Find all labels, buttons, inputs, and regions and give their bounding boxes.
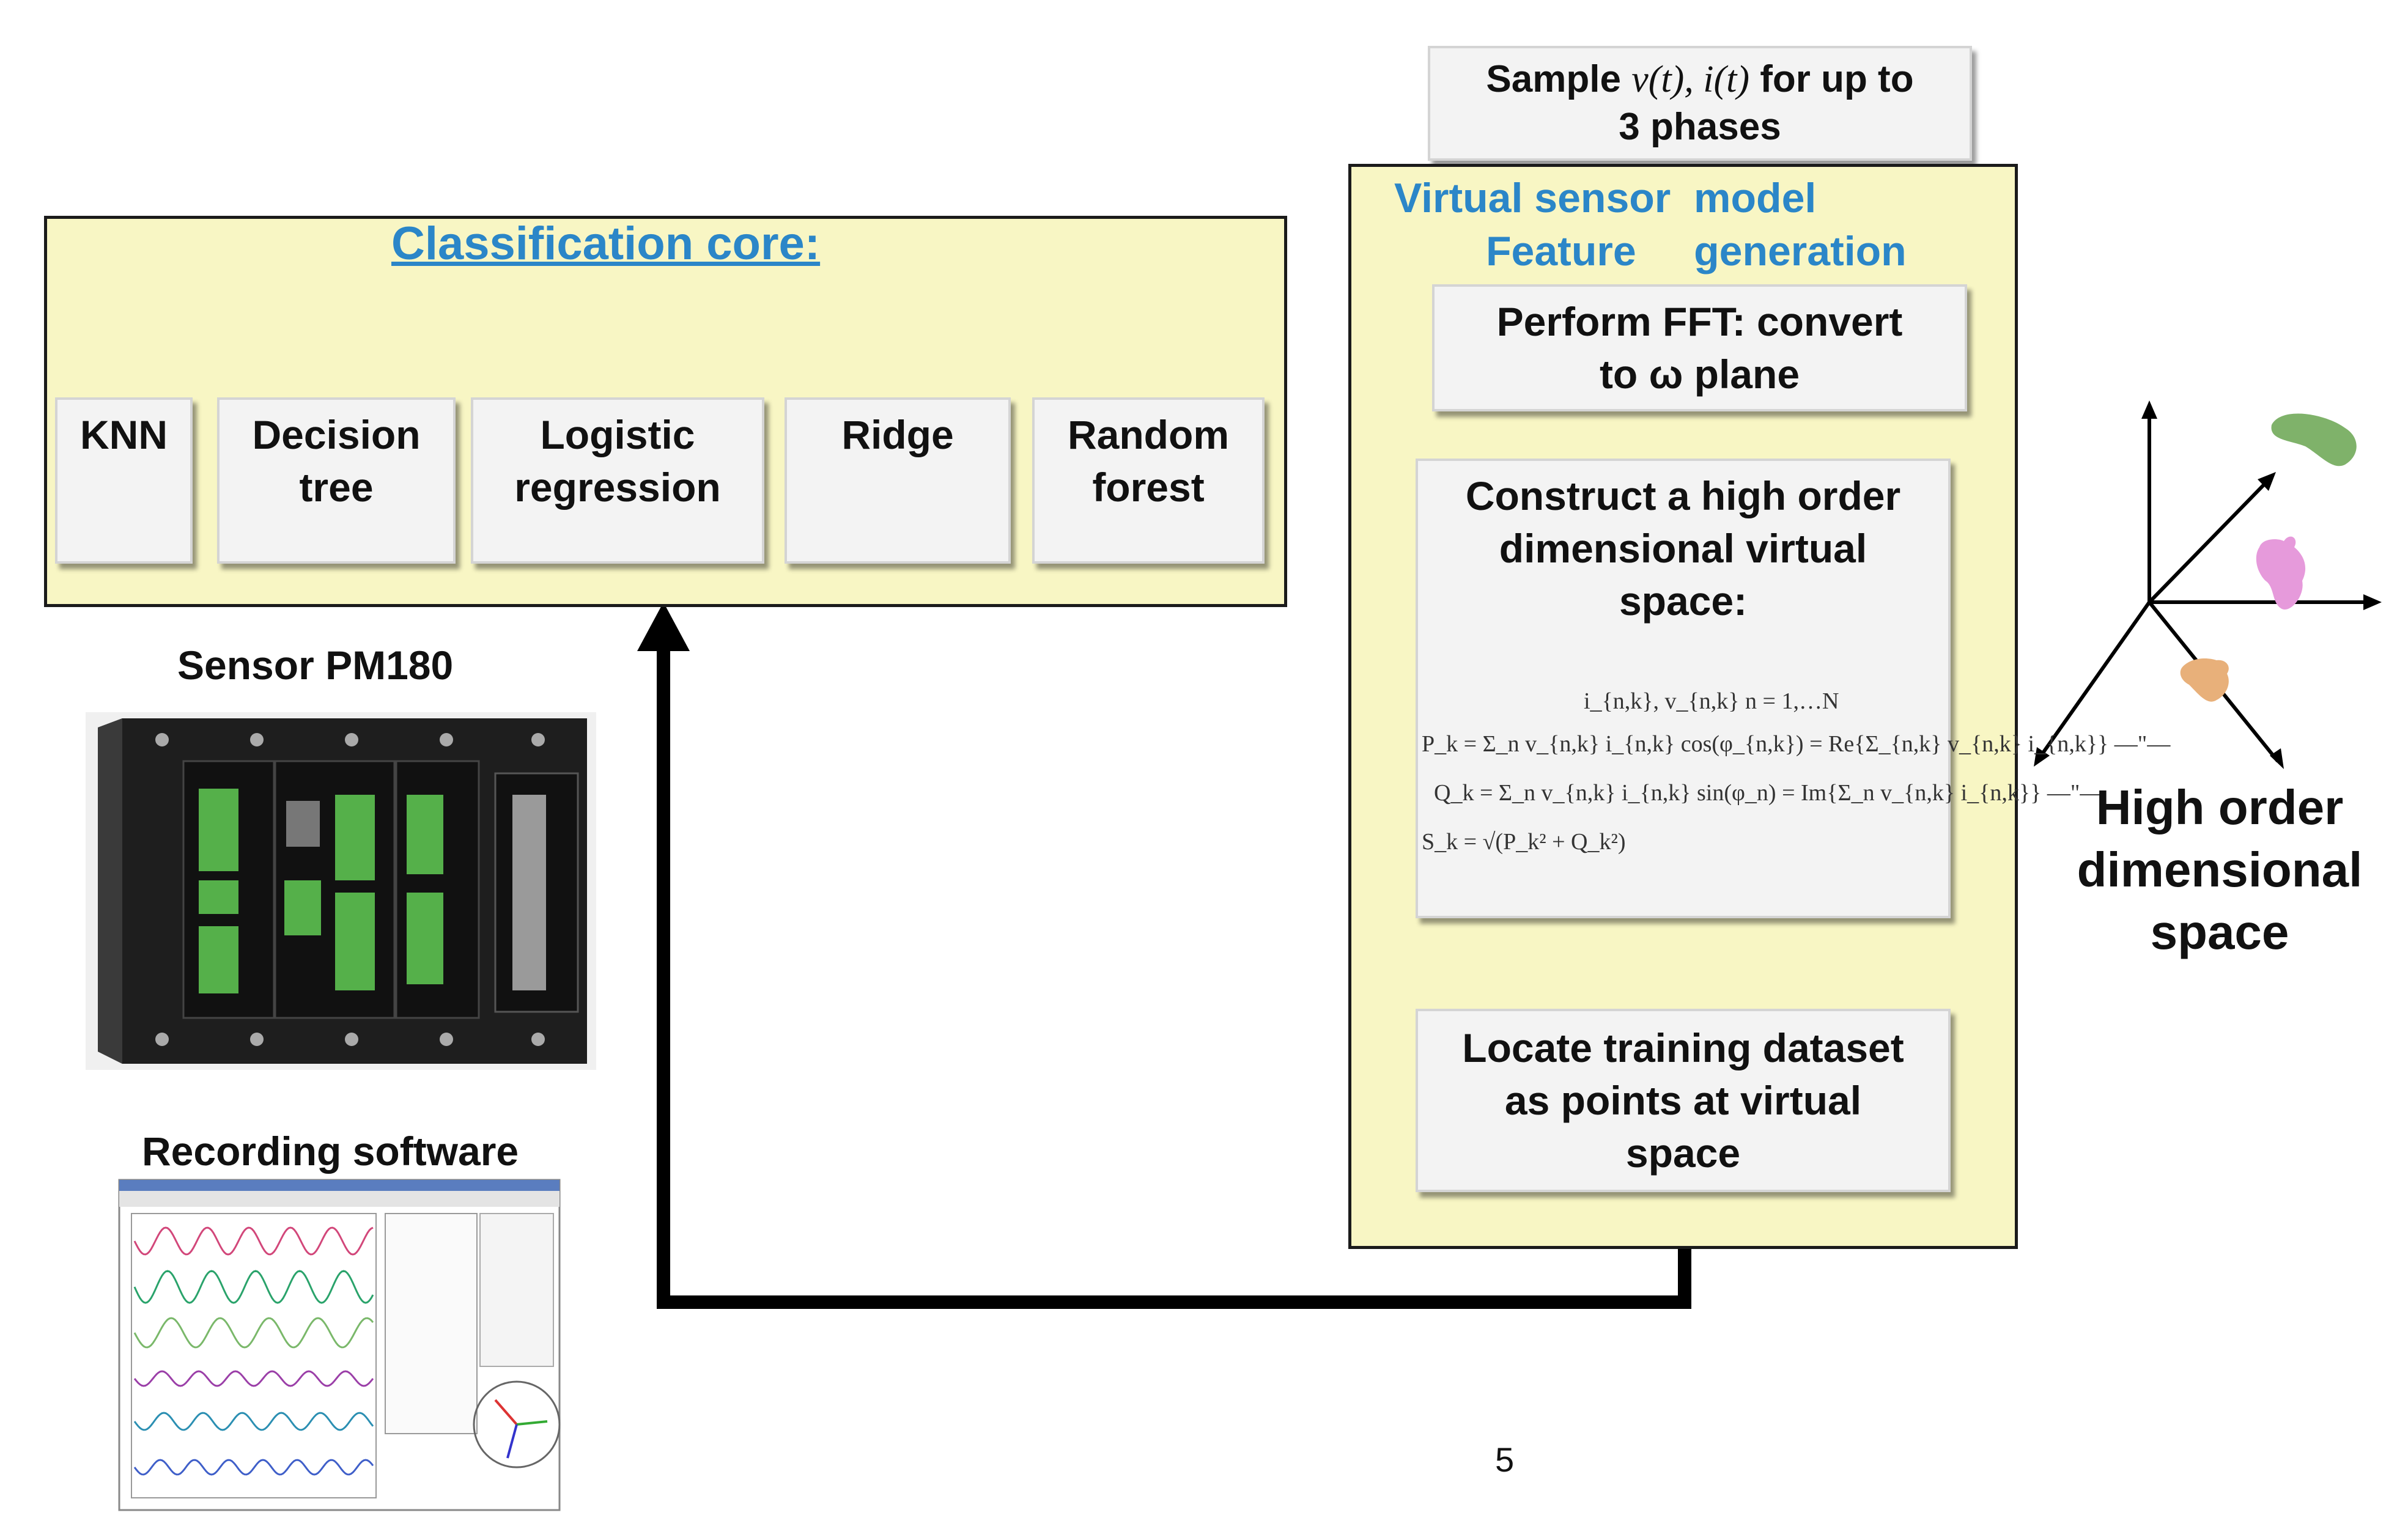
space-label: High order dimensional space (2077, 780, 2363, 959)
algorithm-logistic-regression: Logistic regression (471, 397, 764, 564)
step-construct-space: Construct a high order dimensional virtu… (1416, 459, 1951, 918)
formula-apparent-power: S_k = √(P_k² + Q_k²) (1422, 829, 1626, 855)
sample-box: Sample v(t), i(t) for up to 3 phases (1428, 46, 1972, 161)
signal-trace (133, 1370, 374, 1387)
algorithm-decision-tree: Decision tree (217, 397, 456, 564)
algorithm-random-forest: Random forest (1032, 397, 1265, 564)
sensor-label: Sensor PM180 (177, 643, 454, 688)
software-label: Recording software (142, 1129, 519, 1174)
cluster-pink (2256, 536, 2306, 610)
formula-reactive-power: Q_k = Σ_n v_{n,k} i_{n,k} sin(φ_n) = Im{… (1434, 780, 2103, 806)
cluster-green (2271, 413, 2357, 466)
signal-trace (133, 1459, 374, 1476)
page-number: 5 (1495, 1440, 1515, 1479)
recording-software-screenshot (118, 1179, 561, 1511)
algorithm-knn: KNN (55, 397, 193, 564)
step-locate-dataset: Locate training dataset as points at vir… (1416, 1009, 1951, 1192)
step-fft: Perform FFT: convert to ω plane (1432, 284, 1967, 411)
feedback-arrowhead (637, 602, 690, 651)
feature-generation-heading: Feature generation (1486, 228, 1907, 274)
algorithm-ridge: Ridge (785, 397, 1011, 564)
classification-core-title[interactable]: Classification core: (391, 218, 821, 270)
axes-3d (2037, 410, 2373, 762)
signal-trace (133, 1226, 374, 1256)
signal-trace (133, 1317, 374, 1349)
sensor-device-illustration (86, 712, 596, 1070)
virtual-sensor-heading: Virtual sensor model (1394, 175, 1817, 221)
signal-trace (133, 1270, 374, 1304)
formula-real-power: P_k = Σ_n v_{n,k} i_{n,k} cos(φ_{n,k}) =… (1422, 731, 2171, 757)
feedback-arrow (657, 642, 1691, 1309)
cluster-orange (2180, 658, 2229, 702)
formula-indices: i_{n,k}, v_{n,k} n = 1,…N (1584, 688, 1839, 714)
signal-trace (133, 1412, 374, 1431)
